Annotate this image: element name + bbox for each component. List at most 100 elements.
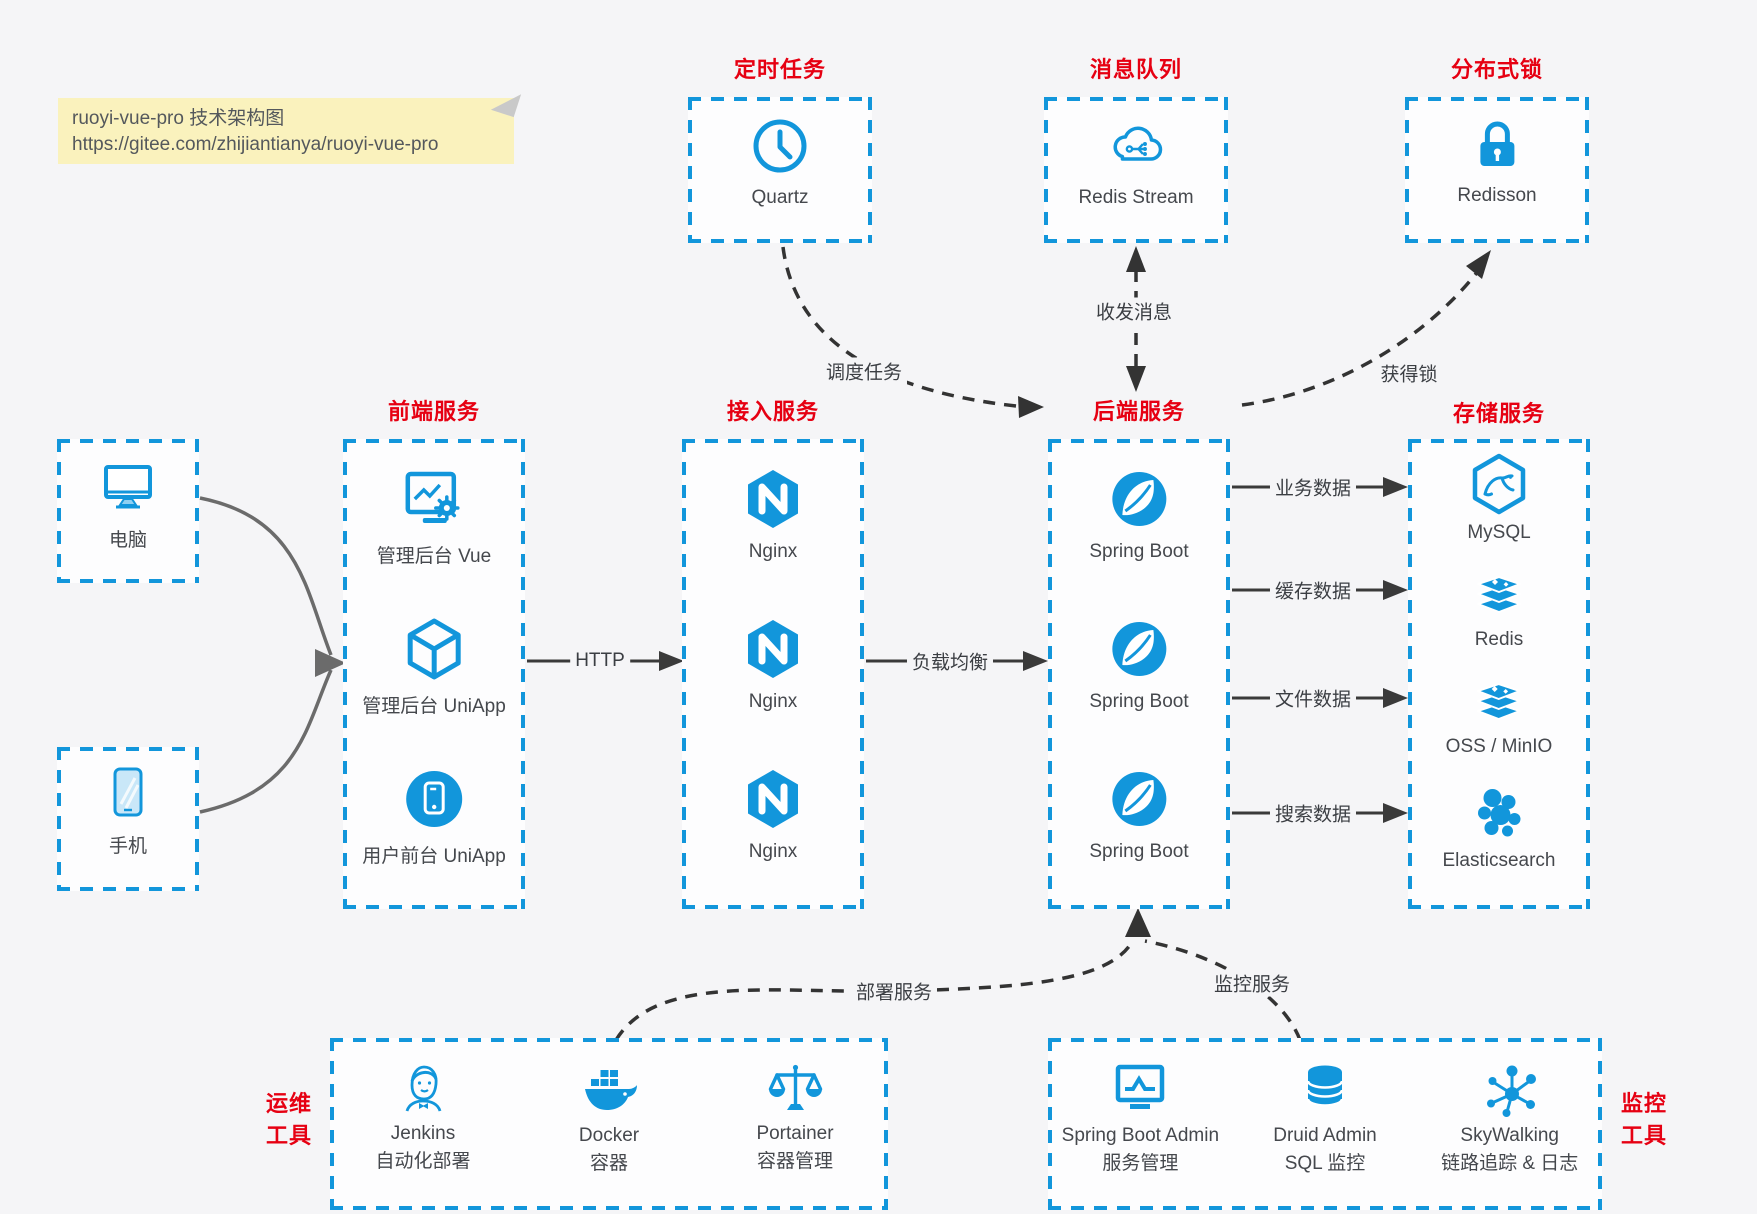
monitor-tools-title-line2: 工具 [1620, 1122, 1667, 1148]
mysql-item: MySQL [1467, 452, 1531, 544]
sticky-note: ruoyi-vue-pro 技术架构图 https://gitee.com/zh… [58, 86, 522, 164]
monitor-tools-title: 监控 工具 [1612, 1088, 1676, 1152]
spring-boot-item-2: Spring Boot [1089, 616, 1189, 713]
message-arrowhead-down [1126, 366, 1146, 392]
edge-label-deploy-service: 部署服务 [850, 977, 938, 1005]
spring-boot-label-2: Spring Boot [1089, 691, 1189, 712]
spring-boot-admin-item: Spring Boot Admin 服务管理 [1048, 1038, 1233, 1210]
clock-icon [748, 114, 812, 178]
mysql-label: MySQL [1467, 522, 1531, 543]
jenkins-icon [393, 1058, 453, 1118]
elasticsearch-item: Elasticsearch [1443, 780, 1556, 872]
note-url: https://gitee.com/zhijiantianya/ruoyi-vu… [72, 133, 439, 155]
monitor-tools-title-line1: 监控 [1620, 1091, 1667, 1116]
ops-tools-title: 运维 工具 [258, 1088, 320, 1152]
http-arrowhead [659, 651, 684, 671]
schedule-task-arrowhead [1018, 396, 1044, 418]
skywalking-sublabel: 链路追踪 & 日志 [1441, 1153, 1579, 1175]
column-title-backend: 后端服务 [1092, 399, 1186, 424]
edge-label-http: HTTP [570, 650, 630, 672]
quartz-label: Quartz [751, 187, 809, 208]
mysql-icon [1467, 452, 1531, 516]
nginx-item-2: Nginx [740, 616, 806, 713]
note-title: ruoyi-vue-pro 技术架构图 [72, 108, 285, 129]
docker-sublabel: 容器 [589, 1153, 628, 1175]
desktop-client-box [57, 439, 199, 583]
docker-icon [578, 1058, 640, 1120]
mobile-client-label: 手机 [108, 836, 147, 857]
quartz-item: Quartz [748, 114, 812, 209]
redisson-item: Redisson [1457, 112, 1537, 207]
mobile-client-item: 手机 [99, 764, 157, 858]
spring-boot-admin-sublabel: 服务管理 [1102, 1153, 1179, 1175]
spring-boot-icon [1106, 616, 1172, 682]
nginx-icon [740, 616, 806, 682]
edge-label-cache-data: 缓存数据 [1269, 576, 1357, 604]
edge-label-search-data: 搜索数据 [1269, 799, 1357, 827]
oss-minio-label: OSS / MinIO [1445, 736, 1553, 757]
column-title-gateway: 接入服务 [726, 399, 820, 424]
lock-icon [1465, 112, 1529, 176]
redisson-label: Redisson [1457, 185, 1537, 206]
redis-item: Redis [1468, 561, 1530, 651]
spring-boot-label-3: Spring Boot [1089, 841, 1189, 862]
deploy-monitor-arrowhead [1125, 908, 1151, 937]
druid-item: Druid Admin SQL 监控 [1233, 1038, 1418, 1210]
ops-tools-items: Jenkins 自动化部署 Docker 容器 [330, 1038, 888, 1210]
admin-uniapp-label: 管理后台 UniApp [362, 696, 506, 717]
edge-label-schedule-task: 调度任务 [820, 357, 908, 385]
edge-label-acquire-lock: 获得锁 [1375, 359, 1443, 387]
frontend-box [343, 439, 525, 909]
redis-stream-label: Redis Stream [1078, 187, 1194, 208]
nginx-label-3: Nginx [748, 841, 798, 862]
monitor-tools-items: Spring Boot Admin 服务管理 Druid Admin SQL 监… [1048, 1038, 1602, 1210]
elasticsearch-label: Elasticsearch [1442, 850, 1556, 871]
data-flow-arrowheads [1383, 477, 1408, 823]
spring-boot-item-3: Spring Boot [1089, 766, 1189, 863]
ops-tools-title-line1: 运维 [265, 1091, 312, 1116]
spring-boot-icon [1106, 766, 1172, 832]
desktop-client-label: 电脑 [108, 530, 147, 551]
edge-label-load-balance: 负载均衡 [906, 647, 994, 675]
jenkins-sublabel: 自动化部署 [375, 1151, 471, 1173]
nginx-label-2: Nginx [748, 691, 798, 712]
skywalking-icon [1479, 1058, 1541, 1120]
mobile-app-icon [401, 766, 467, 832]
nginx-icon [740, 766, 806, 832]
ops-tools-title-line2: 工具 [265, 1122, 312, 1148]
redis-stream-item: Redis Stream [1078, 114, 1194, 209]
nginx-icon [740, 466, 806, 532]
docker-label: Docker [578, 1125, 640, 1146]
edge-label-send-receive-msg: 收发消息 [1090, 297, 1178, 325]
redis-label: Redis [1474, 629, 1524, 650]
jenkins-label: Jenkins [390, 1123, 456, 1144]
acquire-lock-curve [1241, 264, 1484, 407]
client-arrowhead [315, 649, 346, 677]
group-title-message-queue: 消息队列 [1089, 57, 1183, 82]
user-uniapp-item: 用户前台 UniApp [362, 766, 506, 868]
edge-label-business-data: 业务数据 [1269, 473, 1357, 501]
load-balance-arrowhead [1023, 651, 1048, 671]
group-title-scheduled-tasks: 定时任务 [733, 57, 827, 82]
admin-vue-item: 管理后台 Vue [377, 466, 491, 568]
docker-item: Docker 容器 [516, 1038, 702, 1210]
edge-label-monitor-service: 监控服务 [1208, 969, 1296, 997]
client-to-frontend-curves [199, 496, 333, 814]
portainer-item: Portainer 容器管理 [702, 1038, 888, 1210]
nginx-item-3: Nginx [740, 766, 806, 863]
distributed-lock-box [1405, 97, 1589, 243]
admin-vue-label: 管理后台 Vue [376, 546, 492, 567]
message-arrowhead-up [1126, 246, 1146, 272]
desktop-client-item: 电脑 [99, 458, 157, 552]
admin-vue-icon [401, 466, 467, 532]
cloud-stream-icon [1104, 114, 1168, 178]
portainer-sublabel: 容器管理 [756, 1151, 833, 1173]
jenkins-item: Jenkins 自动化部署 [330, 1038, 516, 1210]
druid-label: Druid Admin [1273, 1125, 1377, 1146]
oss-minio-item: OSS / MinIO [1445, 668, 1553, 758]
message-queue-box [1044, 97, 1228, 243]
group-title-distributed-lock: 分布式锁 [1450, 57, 1544, 82]
smartphone-icon [99, 764, 157, 822]
spring-boot-item-1: Spring Boot [1089, 466, 1189, 563]
